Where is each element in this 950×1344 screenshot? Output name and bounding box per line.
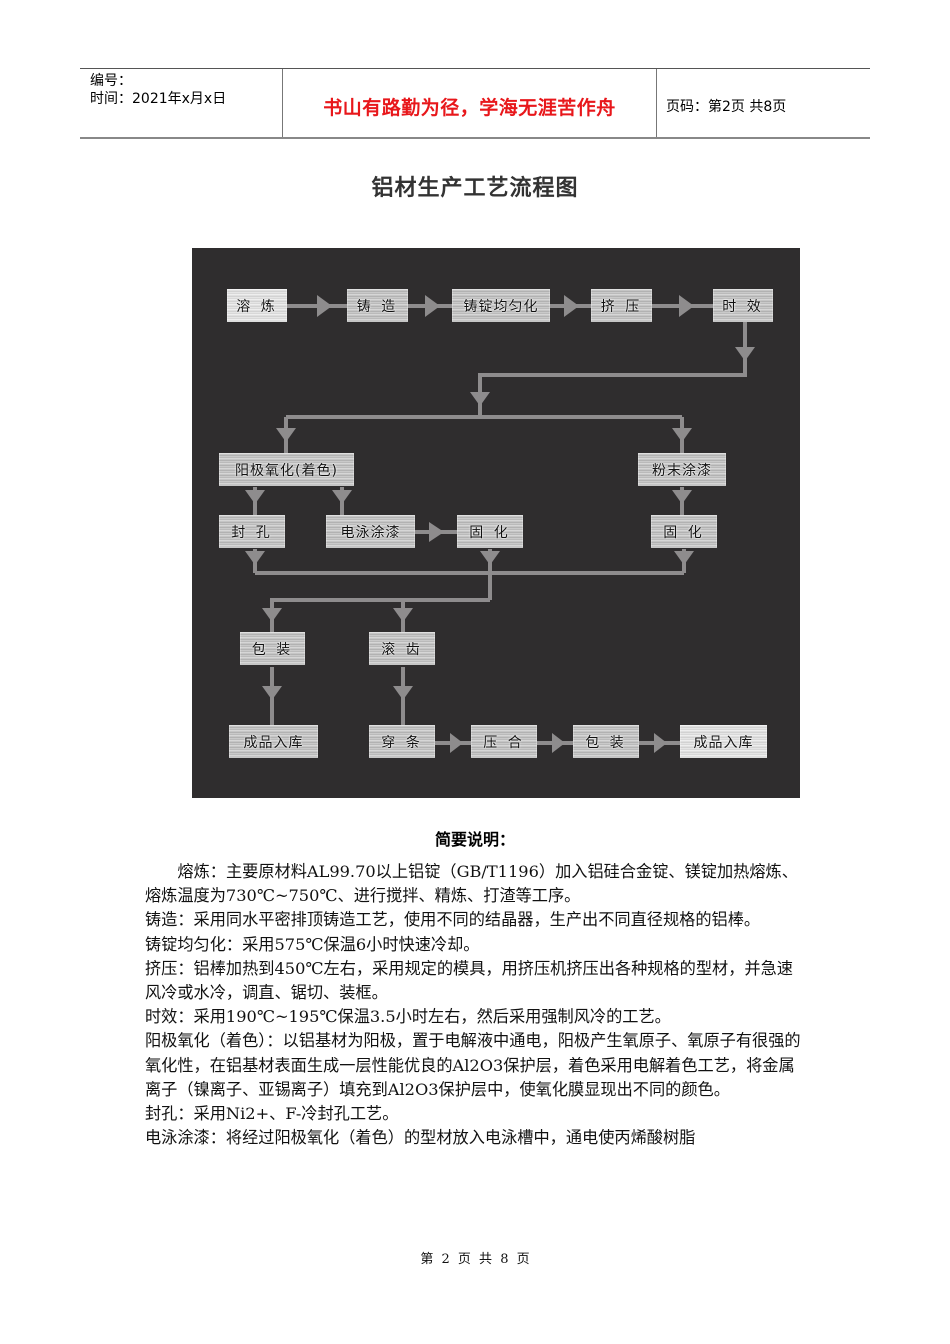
node-electrophoretic-coating: 电泳涂漆 [326,515,415,548]
node-knurling: 滚 齿 [369,632,435,665]
paragraph-anodizing: 阳极氧化（着色）：以铝基材为阳极，置于电解液中通电，阳极产生氧原子、氧原子有很强… [145,1031,801,1099]
paragraph-sealing: 封孔：采用Ni2+、F-冷封孔工艺。 [145,1104,399,1124]
node-anodizing: 阳极氧化(着色) [219,453,354,486]
node-powder-coating: 粉末涂漆 [638,453,726,486]
node-sealing: 封 孔 [219,515,285,548]
page-header: 编号： 时间：2021年x月x日 书山有路勤为径，学海无涯苦作舟 页码：第2页 … [80,68,870,139]
node-homogenizing: 铸锭均匀化 [452,289,550,322]
node-casting: 铸 造 [347,289,408,322]
header-page-cell: 页码：第2页 共8页 [656,69,870,137]
summary-body: 熔炼：主要原材料AL99.70以上铝锭（GB/T1196）加入铝硅合金锭、镁锭加… [145,860,805,1150]
paragraph-melting: 熔炼：主要原材料AL99.70以上铝锭（GB/T1196）加入铝硅合金锭、镁锭加… [145,862,798,906]
node-packing-1: 包 装 [240,632,305,665]
node-curing-1: 固 化 [457,515,523,548]
node-packing-2: 包 装 [573,725,639,758]
node-extrusion: 挤 压 [591,289,652,322]
node-pressing: 压 合 [471,725,537,758]
node-warehouse-2: 成品入库 [680,725,767,758]
paragraph-extrusion: 挤压：铝棒加热到450℃左右，采用规定的模具，用挤压机挤压出各种规格的型材，并急… [145,958,793,1003]
connector-lines [245,295,755,753]
node-melting: 溶 炼 [227,289,287,322]
header-motto-cell: 书山有路勤为径，学海无涯苦作舟 [282,69,657,137]
process-flow-diagram: 溶 炼 铸 造 铸锭均匀化 挤 压 时 效 阳极氧化(着色) 粉末涂漆 封 孔 … [192,248,800,798]
node-warehouse-1: 成品入库 [229,725,318,758]
paragraph-casting: 铸造：采用同水平密排顶铸造工艺，使用不同的结晶器，生产出不同直径规格的铝棒。 [145,910,761,930]
node-curing-2: 固 化 [651,515,717,548]
header-meta-cell: 编号： 时间：2021年x月x日 [80,69,282,137]
summary-heading: 简要说明： [434,830,515,849]
paragraph-homogenizing: 铸锭均匀化：采用575℃保温6小时快速冷却。 [145,934,480,954]
document-date: 时间：2021年x月x日 [90,91,227,107]
document-number-label: 编号： [90,73,132,89]
paragraph-aging: 时效：采用190℃~195℃保温3.5小时左右，然后采用强制风冷的工艺。 [145,1007,671,1027]
header-motto: 书山有路勤为径，学海无涯苦作舟 [323,97,616,119]
document-title: 铝材生产工艺流程图 [371,176,579,201]
node-aging: 时 效 [713,289,773,322]
page-footer: 第 2 页 共 8 页 [420,1252,530,1267]
header-page-info: 页码：第2页 共8页 [666,99,787,115]
node-threading: 穿 条 [369,725,435,758]
paragraph-electrophoretic: 电泳涂漆：将经过阳极氧化（着色）的型材放入电泳槽中，通电使丙烯酸树脂 [145,1128,696,1148]
